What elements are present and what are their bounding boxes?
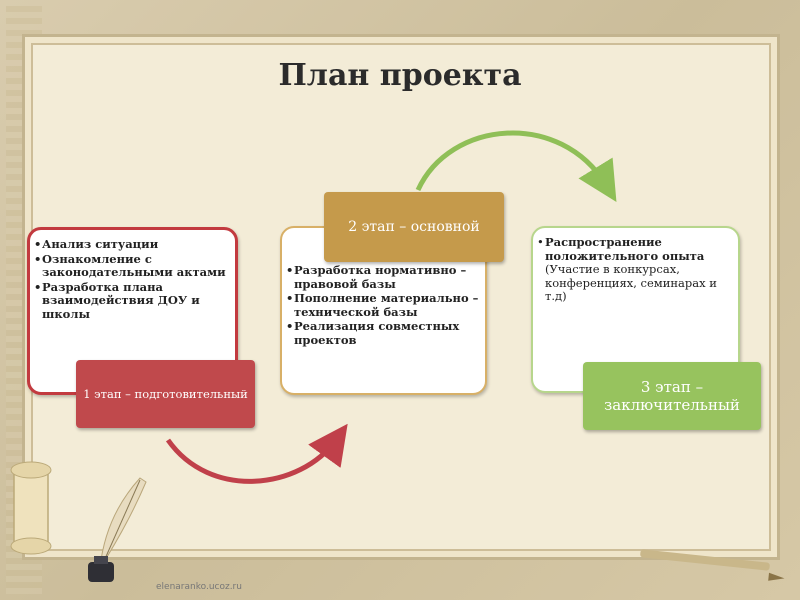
stage1-item: Ознакомление с законодательными актами	[34, 252, 229, 280]
slide-title: План проекта	[278, 58, 522, 93]
stage3-item: Распространение положительного опыта (Уч…	[537, 235, 732, 304]
arrow-stage2-to-stage3	[415, 130, 617, 203]
scroll-icon	[10, 461, 52, 555]
stage3-label: 3 этап – заключительный	[583, 362, 761, 430]
stage1-item: Анализ ситуации	[34, 237, 229, 252]
stage1-item: Разработка плана взаимодействия ДОУ и шк…	[34, 280, 229, 322]
stage1-label: 1 этап – подготовительный	[76, 360, 255, 428]
stage2-item: Пополнение материально – технической баз…	[286, 291, 479, 319]
stage2-item: Реализация совместных проектов	[286, 319, 479, 347]
pen-icon	[640, 549, 785, 581]
footer-watermark: elenaranko.ucoz.ru	[156, 582, 242, 592]
inkwell-icon	[88, 556, 114, 582]
stage3-item-main: Распространение положительного опыта	[545, 235, 705, 263]
arrow-stage1-to-stage2	[165, 423, 348, 484]
stage2-label: 2 этап – основной	[324, 192, 504, 262]
stage2-item: Разработка нормативно – правовой базы	[286, 263, 479, 291]
stage3-item-note: (Участие в конкурсах, конференциях, семи…	[545, 262, 717, 303]
